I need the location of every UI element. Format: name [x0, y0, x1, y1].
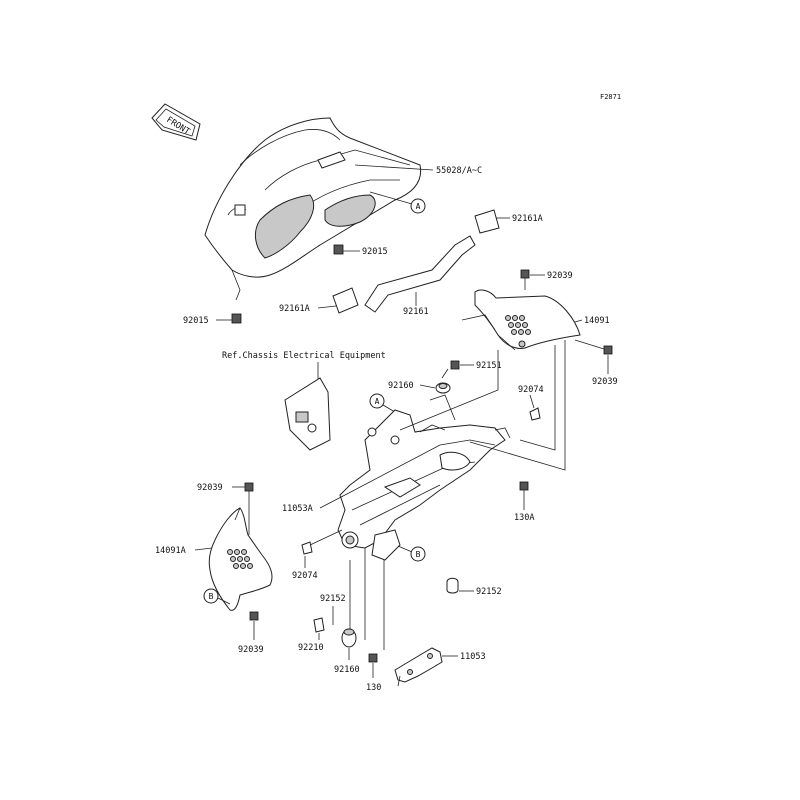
label-bolt-130a: 130A — [514, 513, 534, 523]
label-grommet-lower-right: 92152 — [476, 587, 502, 597]
grommet-lower-2-part: 92160 — [334, 628, 360, 675]
bolt-top-right-part: 92039 — [520, 269, 573, 290]
figure-code: F2871 — [600, 93, 621, 101]
label-bolt-130: 130 — [366, 683, 381, 693]
bolt-right-part: 92039 — [574, 339, 618, 387]
bolt-130a-part: 130A — [514, 481, 534, 523]
label-cowl: 55028/A~C — [436, 166, 482, 176]
label-nut-lower: 92210 — [298, 643, 324, 653]
label-collar-left: 92074 — [292, 571, 318, 581]
tube-part: 92161 — [364, 235, 476, 317]
label-bracket: 11053A — [282, 504, 313, 514]
svg-text:B: B — [416, 550, 421, 559]
label-bolt-left-top: 92039 — [197, 483, 223, 493]
screw-center-part: 92151 — [441, 360, 502, 379]
callout-b-right: B — [397, 545, 426, 562]
main-bracket-part — [337, 394, 511, 561]
clip-upper-part: 92015 — [333, 244, 388, 257]
vent-holes — [505, 315, 531, 335]
label-screw-center: 92151 — [476, 361, 502, 371]
nut-lower-part: 92210 — [298, 617, 325, 653]
front-arrow-icon: FRONT — [151, 103, 201, 141]
svg-text:A: A — [416, 202, 421, 211]
right-cover-part: 14091 — [461, 289, 610, 351]
label-bolt-top-right: 92039 — [547, 271, 573, 281]
callout-a-mid: A — [369, 393, 401, 416]
vent-holes-left — [227, 549, 253, 569]
upper-cowl-part — [204, 117, 422, 301]
label-tube: 92161 — [403, 307, 429, 317]
grommet-lower-right-part: 92152 — [446, 577, 502, 597]
label-bolt-left-bottom: 92039 — [238, 645, 264, 655]
label-clip-upper: 92015 — [362, 247, 388, 257]
svg-text:B: B — [209, 592, 214, 601]
grommet-lower-part: 92152 — [320, 594, 346, 625]
label-bolt-right: 92039 — [592, 377, 618, 387]
pad-lower-part: 92161A — [279, 287, 359, 314]
stay-lower-part: 11053 — [394, 647, 486, 687]
label-pad-lower: 92161A — [279, 304, 310, 314]
label-cover-right: 14091 — [584, 316, 610, 326]
grommet-center-part: 92160 — [388, 381, 451, 394]
svg-text:A: A — [375, 397, 380, 406]
label-cover-left: 14091A — [155, 546, 186, 556]
bolt-left-top-part: 92039 — [197, 482, 254, 535]
callout-b-left: B — [203, 588, 231, 605]
label-grommet-lower-2: 92160 — [334, 665, 360, 675]
bolt-left-bottom-part: 92039 — [238, 611, 264, 655]
bolt-130-part: 130 — [366, 653, 381, 693]
label-clip-lower: 92015 — [183, 316, 209, 326]
left-cover-part: 14091A — [155, 507, 273, 611]
label-grommet-lower: 92152 — [320, 594, 346, 604]
electrical-panel-ref — [284, 377, 331, 451]
reference-note: Ref.Chassis Electrical Equipment — [222, 351, 386, 361]
label-stay-lower: 11053 — [460, 652, 486, 662]
clip-lower-part: 92015 — [183, 313, 242, 326]
collar-left-part: 92074 — [292, 529, 343, 581]
collar-right-part: 92074 — [518, 385, 544, 421]
label-pad-upper: 92161A — [512, 214, 543, 224]
label-collar-right: 92074 — [518, 385, 544, 395]
label-grommet-center: 92160 — [388, 381, 414, 391]
callout-a-top: A — [369, 191, 426, 214]
pad-upper-part: 92161A — [474, 209, 543, 234]
